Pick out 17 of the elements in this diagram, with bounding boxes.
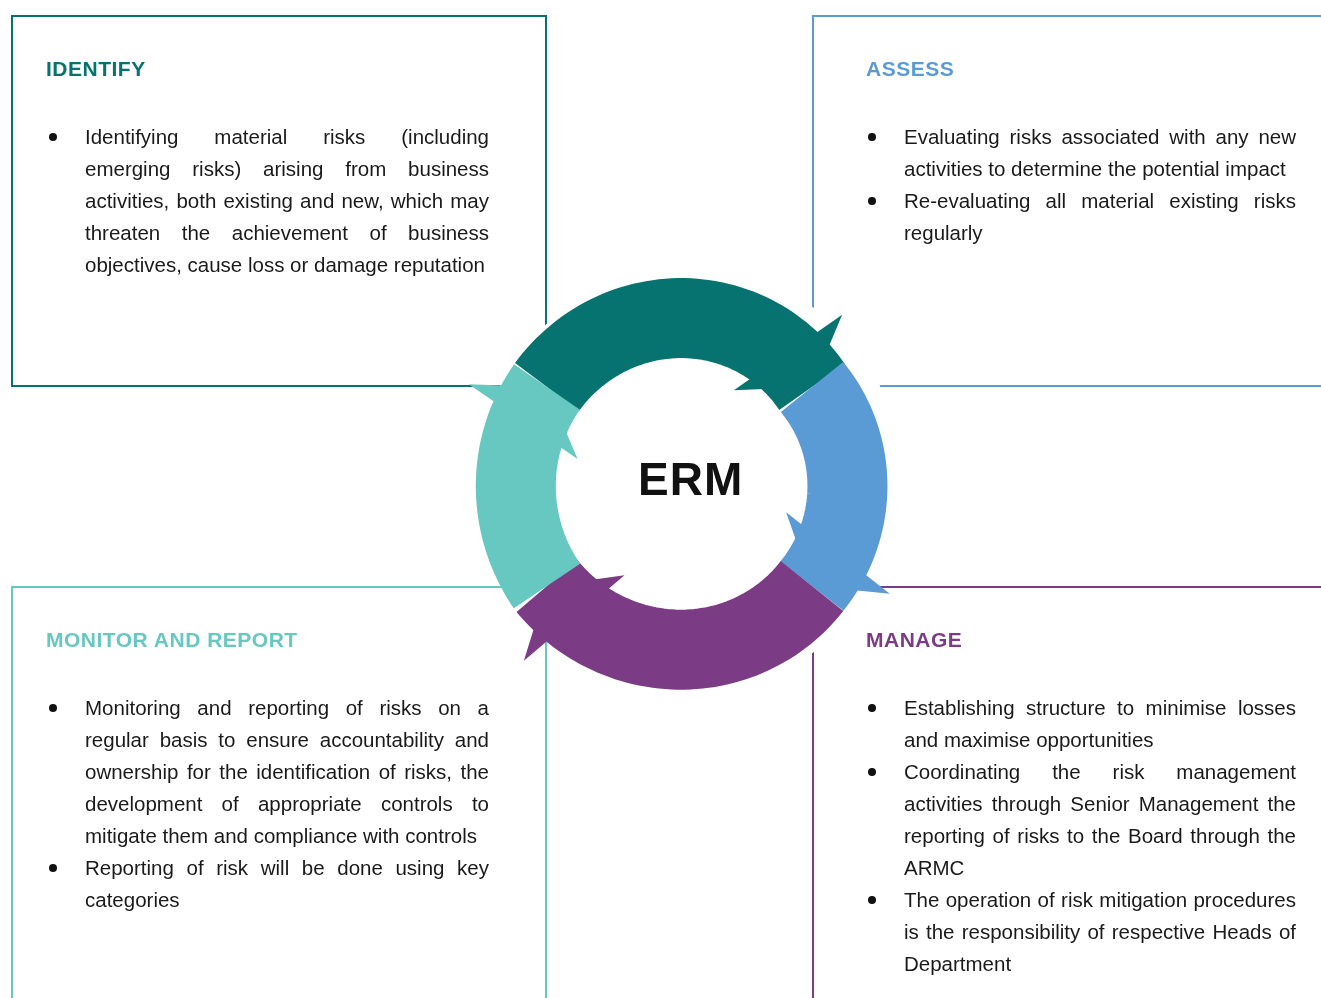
text-panel <box>11 586 547 998</box>
bullet-text: Re-evaluating all material existing risks regularly <box>904 188 1296 246</box>
bullet-text: Coordinating the risk management activities through Senior Management the reporting of risks to the Board through the ARMC <box>904 759 1296 881</box>
text-panel <box>812 15 1321 387</box>
bullet-text: The operation of risk mitigation procedures is the responsibility of respective Heads of Department <box>904 887 1296 977</box>
bullet-text: Identifying material risks (including emerging risks) arising from business activities, both existing and new, which may threaten the achievement of business objectives, cause loss or damage reputation <box>85 124 489 278</box>
panel-heading: IDENTIFY <box>46 57 146 81</box>
bullet-text: Evaluating risks associated with any new activities to determine the potential impact <box>904 124 1296 182</box>
bullet-text: Reporting of risk will be done using key categories <box>85 855 489 913</box>
text-panel <box>812 586 1321 998</box>
text-panel <box>11 15 547 387</box>
bullet-text: Monitoring and reporting of risks on a regular basis to ensure accountability and ownership for the identification of risks, the development of appropriate controls to mitigate them and compliance with controls <box>85 695 489 849</box>
bullet-text: Establishing structure to minimise losses and maximise opportunities <box>904 695 1296 753</box>
panel-heading: MONITOR AND REPORT <box>46 628 298 652</box>
panel-heading: MANAGE <box>866 628 963 652</box>
center-title: ERM <box>638 452 744 506</box>
panel-heading: ASSESS <box>866 57 955 81</box>
